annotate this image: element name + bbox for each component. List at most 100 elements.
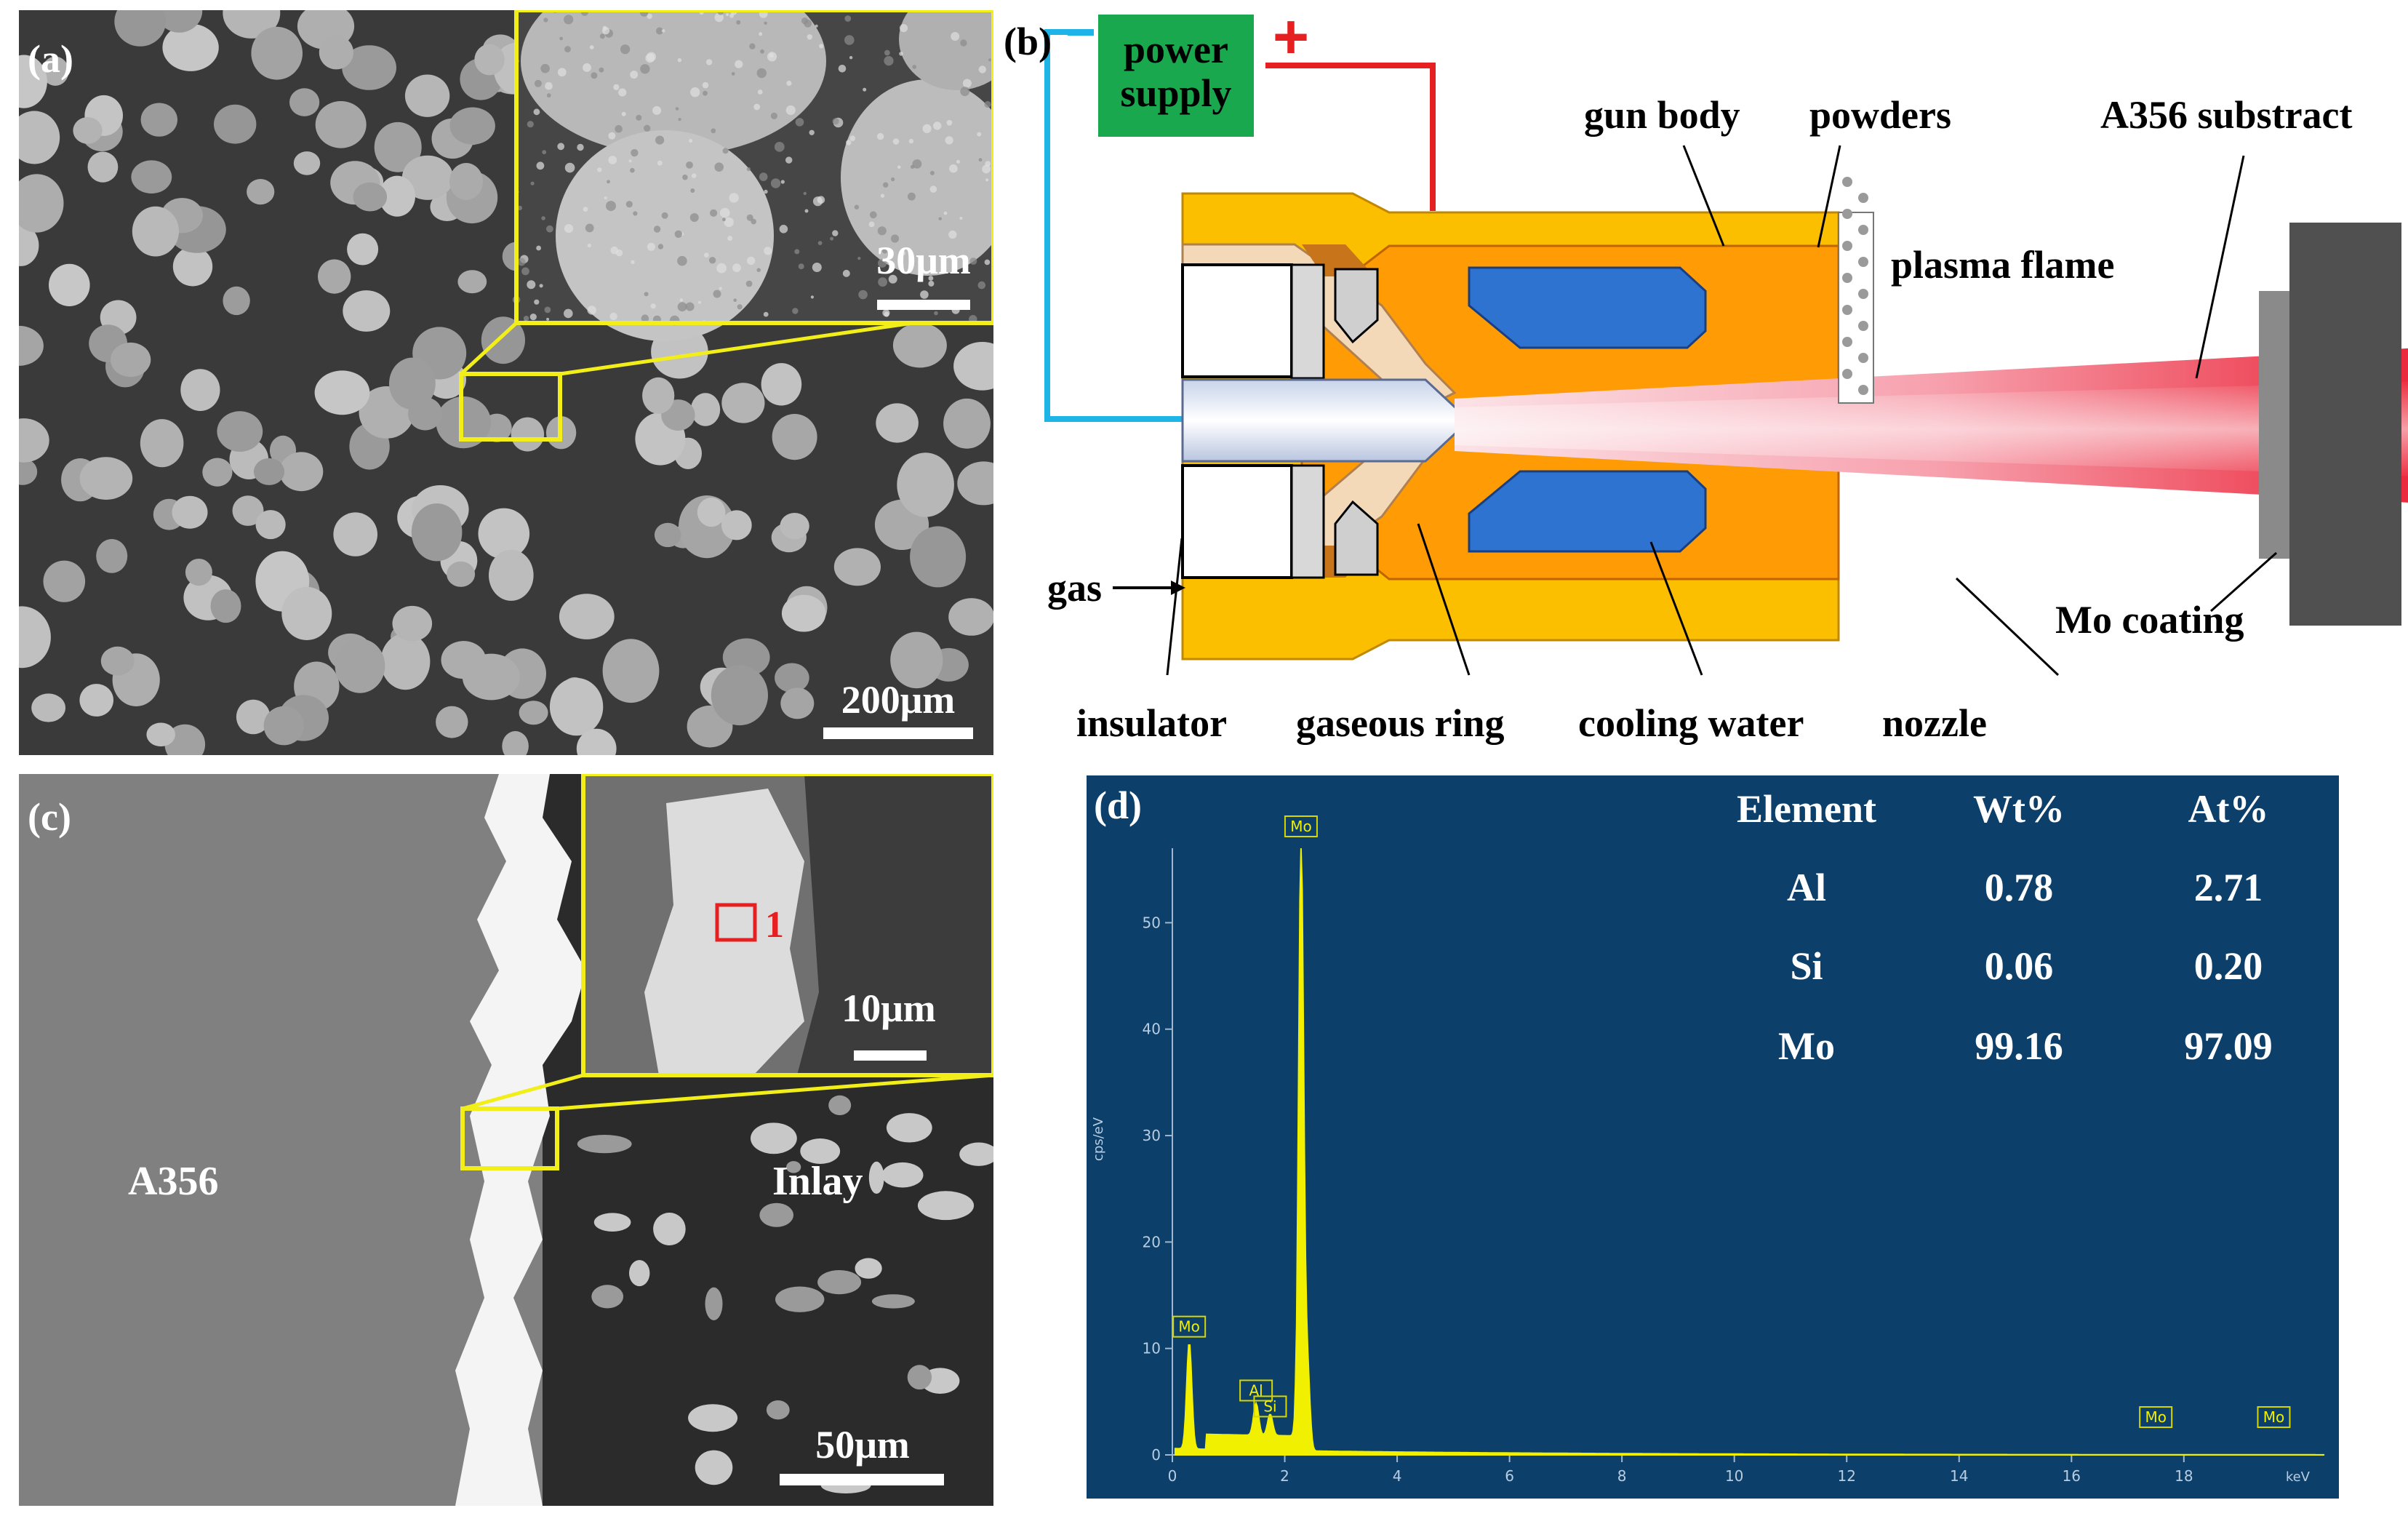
panel-label-c: (c) xyxy=(28,795,71,839)
x-tick-label: 14 xyxy=(1950,1467,1968,1485)
surface-texture xyxy=(807,34,813,40)
surface-texture xyxy=(527,121,534,128)
surface-texture xyxy=(759,172,768,181)
surface-texture xyxy=(746,214,753,221)
surface-texture xyxy=(844,15,852,22)
scale-label: 200μm xyxy=(841,678,956,722)
table-cell: Mo xyxy=(1778,1024,1835,1068)
surface-texture xyxy=(951,32,960,41)
table-cell: 99.16 xyxy=(1975,1024,2063,1068)
surface-texture xyxy=(760,49,764,54)
x-tick-label: 12 xyxy=(1837,1467,1855,1485)
surface-texture xyxy=(877,226,887,236)
surface-texture xyxy=(613,84,620,90)
powder-particle xyxy=(172,247,213,287)
surface-texture xyxy=(984,100,991,108)
surface-texture xyxy=(767,52,777,62)
powder-particle xyxy=(780,687,815,719)
surface-texture xyxy=(863,87,867,92)
powder-particle xyxy=(401,155,454,200)
powder-particle xyxy=(489,549,534,601)
surface-texture xyxy=(733,298,737,303)
powder-particle xyxy=(948,598,993,636)
surface-texture xyxy=(564,162,575,173)
surface-texture xyxy=(810,295,814,299)
surface-texture xyxy=(690,188,695,193)
sem-powder-image: 30μm 200μm xyxy=(19,10,993,755)
surface-texture xyxy=(705,59,713,65)
surface-texture xyxy=(962,79,972,88)
surface-texture xyxy=(780,180,785,184)
powder-particle xyxy=(781,594,826,632)
surface-texture xyxy=(785,156,793,164)
surface-texture xyxy=(546,317,550,321)
table-header-wt: Wt% xyxy=(1973,787,2065,831)
surface-texture xyxy=(726,12,729,17)
surface-texture xyxy=(661,212,668,219)
powder-particle xyxy=(315,101,367,148)
surface-texture xyxy=(708,257,716,264)
surface-texture xyxy=(727,236,733,242)
surface-texture xyxy=(647,242,656,251)
surface-texture xyxy=(900,250,905,256)
surface-texture xyxy=(763,311,769,317)
surface-texture xyxy=(716,263,727,274)
surface-texture xyxy=(878,277,887,287)
surface-texture xyxy=(977,132,982,137)
powder-particle xyxy=(353,182,388,212)
surface-texture xyxy=(544,306,551,314)
powder-particle xyxy=(481,316,526,364)
surface-texture xyxy=(714,12,724,23)
surface-texture xyxy=(764,21,767,25)
peak-label: Al xyxy=(1249,1381,1263,1399)
powder-particles xyxy=(19,10,993,755)
inclusion xyxy=(695,1450,733,1485)
composition-table: Element Wt% At% Al 0.78 2.71 Si 0.06 0.2… xyxy=(1737,787,2273,1068)
surface-texture xyxy=(677,58,682,63)
surface-texture xyxy=(542,150,547,155)
surface-texture xyxy=(591,72,598,79)
powder-particle xyxy=(690,393,721,426)
inset-scale-label: 10μm xyxy=(841,986,936,1030)
eds-spot-label: 1 xyxy=(765,904,784,946)
powder-particle xyxy=(347,233,379,266)
powder-particle xyxy=(19,224,39,266)
surface-texture xyxy=(812,263,822,272)
surface-texture xyxy=(876,132,884,140)
surface-texture xyxy=(779,225,788,234)
surface-texture xyxy=(587,306,596,315)
powder-particle xyxy=(79,684,113,717)
table-cell: Si xyxy=(1790,944,1823,988)
surface-texture xyxy=(685,302,695,311)
panel-c-cross-section: 1 10μm 50μm A356 Inlay (c) xyxy=(19,774,993,1506)
powder-particle xyxy=(31,693,65,722)
surface-texture xyxy=(686,161,693,169)
surface-texture xyxy=(732,263,741,273)
surface-texture xyxy=(655,135,665,145)
peak-label: Mo xyxy=(2145,1408,2167,1426)
powder-particle xyxy=(19,174,64,233)
surface-texture xyxy=(907,192,916,201)
surface-texture xyxy=(539,284,543,288)
surface-texture xyxy=(849,56,853,60)
surface-texture xyxy=(817,241,823,245)
surface-texture xyxy=(533,108,540,116)
table-cell: 0.78 xyxy=(1985,866,2054,909)
inset-scale-bar xyxy=(877,300,970,310)
label-plasma-flame: plasma flame xyxy=(1891,243,2114,287)
powder-particle xyxy=(654,522,681,548)
surface-texture xyxy=(858,290,868,300)
powder-particle xyxy=(100,646,135,676)
surface-texture xyxy=(517,205,522,211)
surface-texture xyxy=(609,312,617,321)
surface-texture xyxy=(559,36,564,41)
peak-label-box xyxy=(2139,1406,2173,1429)
surface-texture xyxy=(920,290,929,299)
surface-texture xyxy=(587,243,591,248)
peak-label-box xyxy=(2257,1406,2291,1429)
y-tick-label: 30 xyxy=(1143,1127,1161,1144)
inclusion xyxy=(828,1095,852,1115)
powder-particle xyxy=(172,495,208,529)
table-header-at: At% xyxy=(2188,787,2269,831)
